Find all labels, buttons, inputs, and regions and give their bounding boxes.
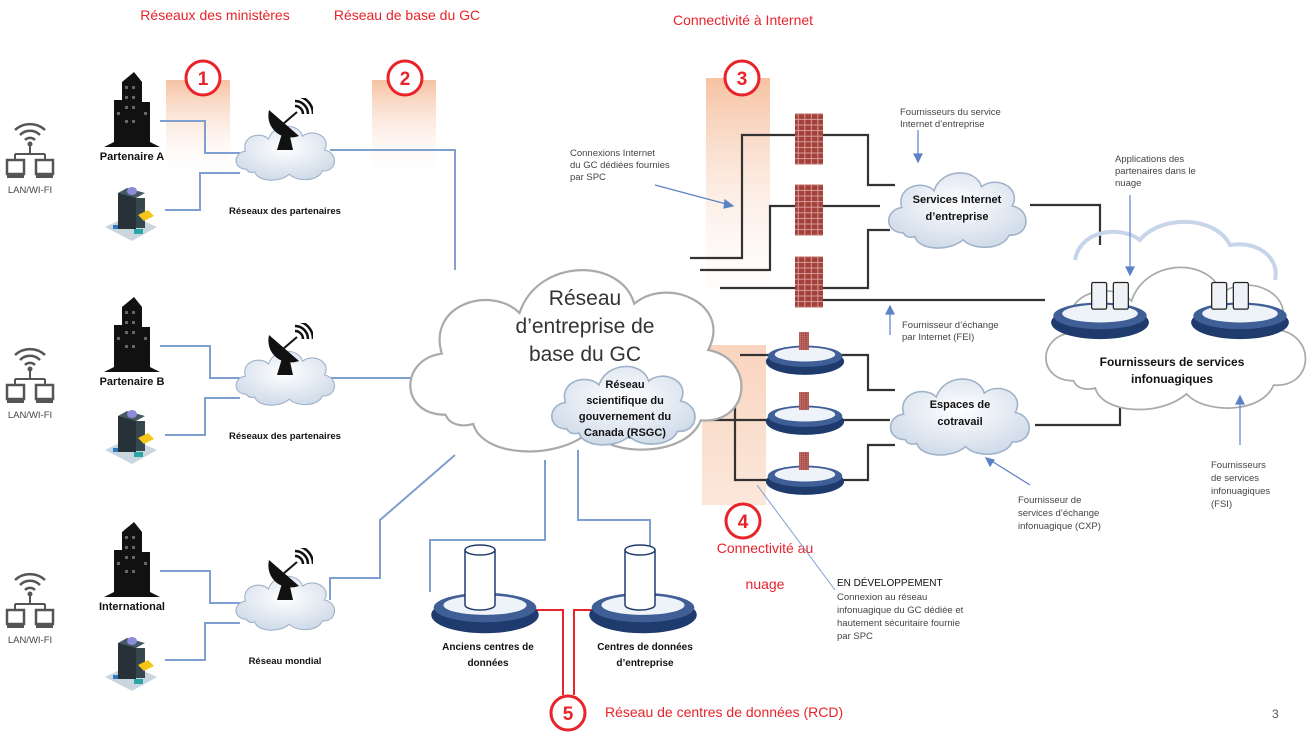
cowork-label: cotravail xyxy=(937,416,982,428)
firewall-icon xyxy=(795,113,823,165)
note-csp: Fournisseurs xyxy=(1211,460,1266,471)
rsgc-line: gouvernement du xyxy=(579,411,671,423)
marker-3 xyxy=(723,59,761,97)
dcn-links xyxy=(535,609,595,695)
building-icon xyxy=(104,72,160,147)
firewall-icon xyxy=(799,392,809,410)
marker-5-label: 5 xyxy=(563,704,574,725)
note-ixp: Fournisseur d’échange xyxy=(902,320,999,331)
legacy-dc-label: Anciens centres de xyxy=(442,642,534,653)
note-cxp: Fournisseur de xyxy=(1018,495,1081,506)
note-dedicated: Connexions Internet du GC dédiées fourni… xyxy=(570,148,670,183)
page-number: 3 xyxy=(1272,707,1279,721)
header-ministries: Réseaux des ministères xyxy=(140,7,289,23)
marker-4 xyxy=(724,502,762,540)
gc-base-band xyxy=(372,80,436,180)
datacenter-icon xyxy=(464,550,496,611)
server-icon xyxy=(105,637,157,691)
note-isp: Fournisseurs du service xyxy=(900,107,1001,118)
enterprise-dc-label: Centres de données xyxy=(597,642,693,653)
note-isp: Internet d’entreprise xyxy=(900,119,985,130)
partner-network-label: Réseaux des partenaires xyxy=(229,431,341,442)
building-icon xyxy=(104,297,160,372)
note-partner-apps: Applications des xyxy=(1115,154,1184,165)
note-dev-title: EN DÉVELOPPEMENT xyxy=(837,576,943,589)
marker-2 xyxy=(386,59,424,97)
header-gc-base: Réseau de base du GC xyxy=(334,7,480,23)
marker-4-label: 4 xyxy=(738,512,749,533)
rsgc-line: scientifique du xyxy=(586,395,664,407)
marker-2-label: 2 xyxy=(400,69,411,90)
note-dev: Connexion au réseau xyxy=(837,592,927,603)
partner-links xyxy=(160,120,836,661)
core-label-1: Réseau xyxy=(549,287,621,310)
marker-1-label: 1 xyxy=(198,69,209,90)
note-csp: (FSI) xyxy=(1211,499,1232,510)
note-cxp: infonuagique (CXP) xyxy=(1018,521,1101,532)
lan-group xyxy=(5,122,55,630)
global-network-label: Réseau mondial xyxy=(249,656,322,667)
note-cxp: services d’échange xyxy=(1018,508,1099,519)
cloud-providers-label: Fournisseurs de services xyxy=(1100,355,1245,369)
internet-band xyxy=(706,78,770,328)
internet-services-label: d’entreprise xyxy=(926,211,989,223)
header-dcn: Réseau de centres de données (RCD) xyxy=(605,704,843,720)
header-internet: Connectivité à Internet xyxy=(673,12,813,28)
cloud-outline-decoration xyxy=(1073,219,1278,281)
rsgc-label: Réseau scientifique du gouvernement du C… xyxy=(579,379,671,439)
marker-3-label: 3 xyxy=(737,69,748,90)
firewall-icon xyxy=(799,452,809,470)
lan-label: LAN/WI-FI xyxy=(8,410,52,421)
cowork-label: Espaces de xyxy=(930,399,991,411)
rsgc-line: Canada (RSGC) xyxy=(584,427,666,439)
datacenter-icon xyxy=(624,550,656,611)
lan-label: LAN/WI-FI xyxy=(8,635,52,646)
server-icon xyxy=(105,410,157,464)
note-partner-apps: nuage xyxy=(1115,178,1141,189)
annotation-arrows xyxy=(654,130,1245,486)
note-line: Connexions Internet xyxy=(570,148,655,159)
legacy-dc-label: données xyxy=(467,658,509,669)
partner-b-label: Partenaire B xyxy=(100,376,165,388)
note-dev: par SPC xyxy=(837,631,873,642)
firewall-icon xyxy=(795,184,823,236)
partner-network-label: Réseaux des partenaires xyxy=(229,206,341,217)
cloud-providers-label: infonuagiques xyxy=(1131,372,1213,386)
datacenter-top xyxy=(624,544,656,556)
note-csp: de services xyxy=(1211,473,1259,484)
note-line: du GC dédiées fournies xyxy=(570,160,670,171)
enterprise-dc-label: d’entreprise xyxy=(616,658,674,669)
note-dev: hautement sécuritaire fournie xyxy=(837,618,960,629)
server-icon xyxy=(105,187,157,241)
rsgc-line: Réseau xyxy=(605,379,644,391)
note-dev: infonuagique du GC dédiée et xyxy=(837,605,964,616)
firewall-icon xyxy=(799,332,809,350)
header-cloud-1: Connectivité au xyxy=(717,540,814,556)
note-line: par SPC xyxy=(570,172,606,183)
lan-label: LAN/WI-FI xyxy=(8,185,52,196)
header-cloud-2: nuage xyxy=(746,576,785,592)
building-icon xyxy=(104,522,160,597)
partner-a-label: Partenaire A xyxy=(100,151,164,163)
cloud-providers-cloud xyxy=(1044,266,1307,411)
note-csp: infonuagiques xyxy=(1211,486,1270,497)
marker-5 xyxy=(549,694,587,732)
firewall-icon xyxy=(795,256,823,308)
core-label-2: d’entreprise de xyxy=(516,315,655,338)
core-label-3: base du GC xyxy=(529,343,641,366)
note-partner-apps: partenaires dans le xyxy=(1115,166,1196,177)
internet-services-label: Services Internet xyxy=(913,194,1002,206)
note-ixp: par Internet (FEI) xyxy=(902,332,974,343)
lan-wifi-icon xyxy=(5,347,55,405)
ministries-band xyxy=(166,80,230,180)
lan-wifi-icon xyxy=(5,572,55,630)
datacenter-top xyxy=(464,544,496,556)
international-label: International xyxy=(99,601,165,613)
marker-1 xyxy=(184,59,222,97)
lan-wifi-icon xyxy=(5,122,55,180)
